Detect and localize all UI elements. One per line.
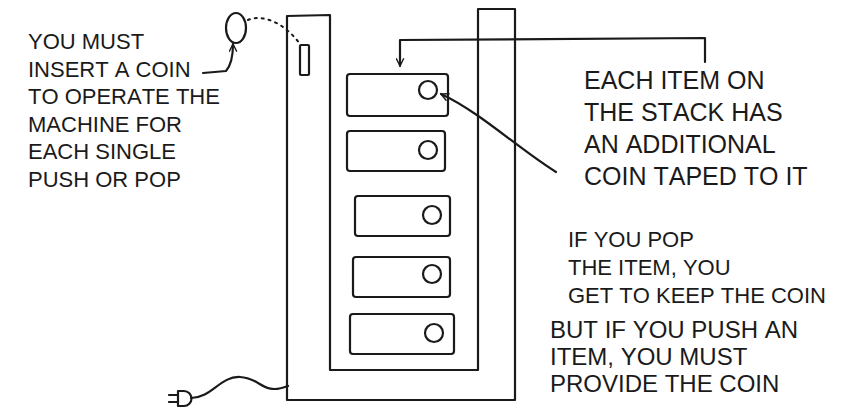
coin-leader bbox=[441, 94, 556, 172]
stack-item bbox=[347, 131, 445, 171]
annotation-block: EACH ITEM ON THE STACK HAS AN ADDITIONAL… bbox=[584, 64, 814, 192]
annotation: EACH ITEM ON THE STACK HAS AN ADDITIONAL… bbox=[584, 66, 808, 190]
annotation-block: BUT IF YOU PUSH AN ITEM, YOU MUST PROVID… bbox=[550, 316, 814, 397]
coin bbox=[226, 13, 246, 43]
annotation: BUT IF YOU PUSH AN ITEM, YOU MUST PROVID… bbox=[550, 316, 798, 397]
plug-prongs bbox=[169, 395, 178, 402]
insert-leader bbox=[203, 44, 233, 73]
taped-coin bbox=[423, 206, 441, 224]
annotation-block: YOU MUST INSERT A COIN TO OPERATE THE MA… bbox=[28, 28, 224, 193]
annotation: IF YOU POP THE ITEM, YOU GET TO KEEP THE… bbox=[568, 227, 826, 308]
coin-path bbox=[248, 18, 300, 44]
plug bbox=[178, 391, 192, 406]
stack-item bbox=[355, 196, 450, 236]
machine-frame bbox=[287, 9, 515, 400]
stack-item bbox=[347, 74, 448, 116]
wrap-spacer bbox=[722, 226, 832, 254]
power-cord bbox=[191, 377, 288, 398]
taped-coin bbox=[419, 141, 437, 159]
taped-coin bbox=[419, 81, 437, 99]
wrap-spacer bbox=[755, 254, 832, 282]
taped-coin bbox=[425, 324, 443, 342]
annotation: YOU MUST INSERT A COIN TO OPERATE THE MA… bbox=[28, 29, 220, 192]
annotation-block: IF YOU POP THE ITEM, YOU GET TO KEEP THE… bbox=[568, 226, 832, 310]
stack-leader bbox=[400, 38, 705, 66]
stack-item bbox=[353, 257, 450, 297]
stack-item bbox=[350, 314, 454, 354]
taped-coin bbox=[423, 265, 441, 283]
coin-slot bbox=[300, 45, 309, 75]
